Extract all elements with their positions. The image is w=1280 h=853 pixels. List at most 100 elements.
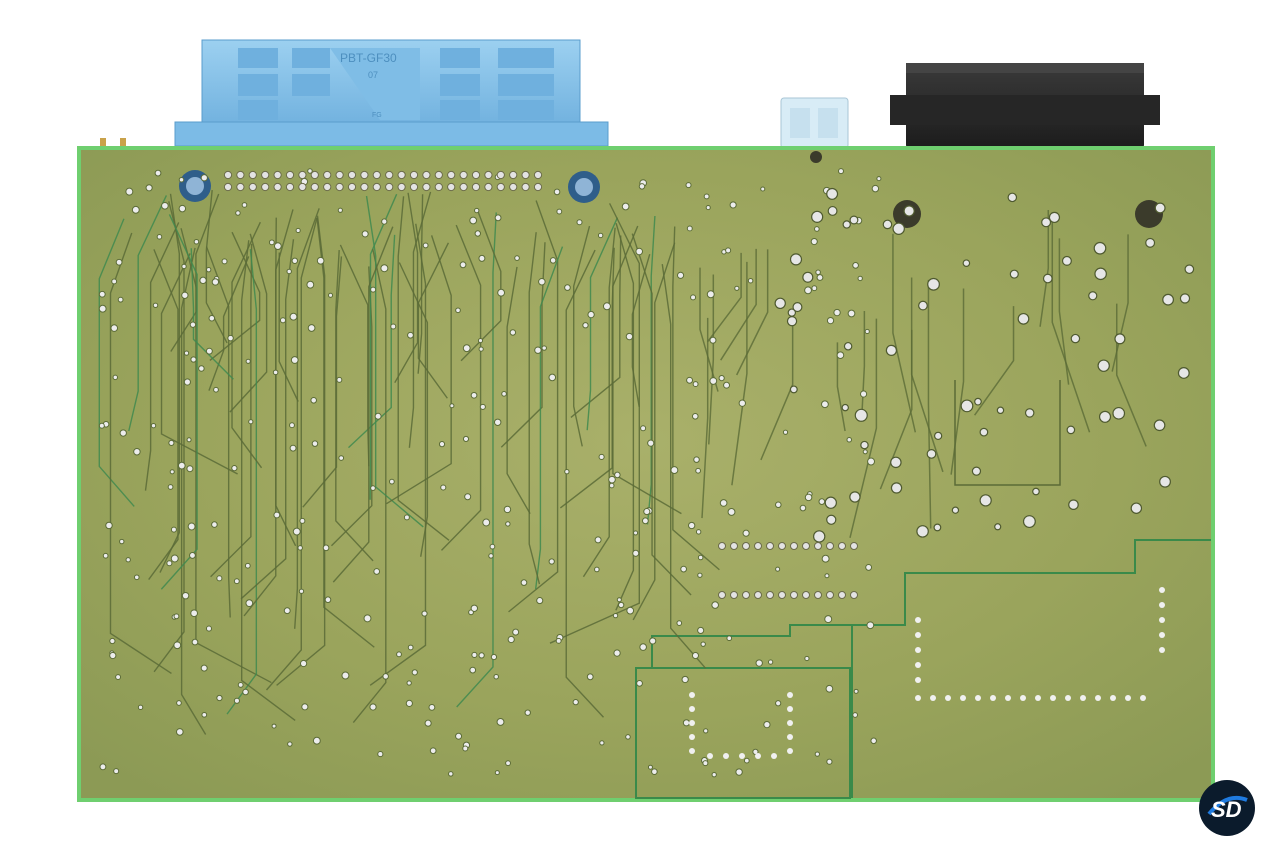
pin-pad bbox=[347, 170, 357, 180]
via bbox=[576, 219, 583, 226]
via bbox=[268, 239, 275, 246]
via bbox=[782, 429, 789, 435]
via bbox=[211, 278, 220, 286]
via bbox=[509, 329, 517, 336]
via bbox=[363, 614, 372, 623]
trace bbox=[332, 226, 394, 583]
via bbox=[767, 659, 774, 665]
via bbox=[564, 284, 571, 291]
trace bbox=[534, 246, 564, 590]
via bbox=[407, 331, 414, 339]
via bbox=[572, 699, 579, 706]
via bbox=[926, 449, 937, 459]
pin-pad bbox=[814, 591, 822, 599]
black-connector bbox=[890, 63, 1160, 149]
via bbox=[490, 653, 498, 661]
trace bbox=[631, 254, 651, 408]
connector-marking: PBT-GF30 bbox=[340, 51, 397, 65]
via bbox=[847, 309, 856, 318]
via bbox=[428, 703, 436, 711]
pin-pad bbox=[223, 170, 233, 180]
via bbox=[482, 518, 491, 527]
via bbox=[478, 346, 484, 352]
via bbox=[173, 641, 182, 650]
via bbox=[689, 748, 695, 754]
pin-pad bbox=[484, 170, 493, 180]
via bbox=[727, 507, 736, 516]
via bbox=[594, 566, 600, 573]
pin-pad bbox=[335, 182, 344, 192]
via bbox=[890, 482, 903, 494]
via bbox=[1009, 269, 1019, 279]
via bbox=[328, 292, 334, 298]
pin-pad bbox=[766, 591, 774, 599]
via bbox=[382, 673, 389, 680]
via bbox=[273, 511, 281, 519]
via bbox=[462, 745, 469, 752]
via bbox=[738, 399, 746, 407]
trace bbox=[229, 233, 268, 413]
via bbox=[933, 431, 943, 441]
via bbox=[1061, 255, 1072, 266]
via bbox=[774, 297, 786, 310]
via bbox=[231, 465, 238, 472]
via bbox=[424, 719, 432, 727]
via bbox=[507, 635, 515, 644]
via bbox=[474, 207, 480, 214]
trace bbox=[631, 233, 692, 596]
via bbox=[494, 214, 502, 222]
via bbox=[520, 579, 528, 586]
via bbox=[1005, 695, 1011, 701]
via bbox=[291, 257, 299, 265]
trace bbox=[646, 215, 656, 525]
via bbox=[775, 501, 782, 509]
via bbox=[870, 737, 877, 745]
trace bbox=[240, 240, 296, 722]
via bbox=[726, 635, 733, 642]
via bbox=[826, 758, 833, 765]
via bbox=[787, 706, 793, 712]
via bbox=[760, 186, 766, 192]
via bbox=[709, 377, 718, 385]
via bbox=[693, 456, 700, 463]
via bbox=[755, 659, 763, 667]
header-pins bbox=[100, 138, 126, 152]
via bbox=[614, 471, 621, 479]
pin-pad bbox=[754, 591, 762, 599]
via bbox=[945, 695, 951, 701]
via bbox=[915, 662, 921, 668]
via bbox=[688, 521, 696, 530]
pin-pad bbox=[447, 170, 456, 180]
pin-pad bbox=[826, 591, 834, 599]
via bbox=[187, 522, 196, 531]
via bbox=[649, 637, 657, 645]
via bbox=[975, 695, 981, 701]
pin-pad bbox=[850, 591, 858, 599]
pin-pad bbox=[521, 170, 530, 180]
via bbox=[536, 597, 544, 605]
via bbox=[625, 734, 631, 740]
via bbox=[1159, 632, 1165, 638]
via bbox=[337, 207, 343, 213]
via bbox=[860, 440, 869, 450]
via bbox=[216, 694, 223, 702]
via bbox=[792, 302, 803, 313]
pin-pad bbox=[838, 542, 846, 550]
via bbox=[775, 566, 781, 572]
via bbox=[811, 285, 818, 292]
pin-pad bbox=[802, 542, 810, 550]
via bbox=[677, 271, 685, 279]
via bbox=[933, 523, 942, 532]
via bbox=[373, 568, 381, 575]
via bbox=[534, 346, 542, 354]
via bbox=[494, 770, 500, 776]
via bbox=[602, 302, 611, 311]
via bbox=[852, 712, 858, 718]
via bbox=[170, 526, 177, 533]
via bbox=[685, 182, 692, 189]
via bbox=[405, 699, 413, 707]
pin-pad bbox=[496, 182, 505, 192]
via bbox=[1094, 267, 1107, 281]
via bbox=[825, 684, 834, 693]
via bbox=[787, 692, 793, 698]
